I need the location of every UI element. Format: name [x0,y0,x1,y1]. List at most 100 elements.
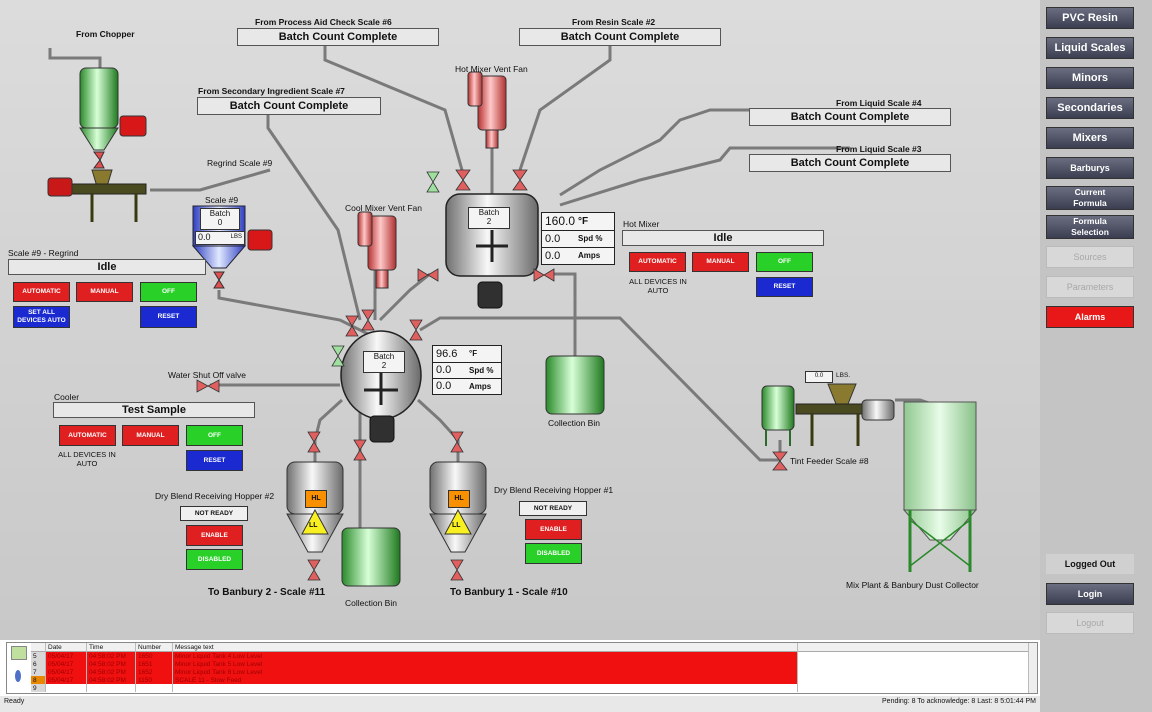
nav-barburys[interactable]: Barburys [1046,157,1134,179]
alarm-message: Minor Liquid Tank 6 Low Level [172,668,798,676]
liquid4-label: From Liquid Scale #4 [836,98,922,108]
alarm-date: 05/04/17 [45,660,87,668]
cool-mixer-temp: 96.6 [436,348,458,360]
nav-alarms[interactable]: Alarms [1046,306,1134,328]
regrind-automatic-button[interactable]: AUTOMATIC [13,282,70,302]
cooler-reset-button[interactable]: RESET [186,450,243,471]
cool-mixer-vent-fan [357,211,397,289]
regrind-title: Scale #9 - Regrind [8,248,79,258]
cool-mixer-readout: 96.6 °F 0.0 Spd % 0.0 Amps [432,345,502,395]
alarm-extra [797,676,1035,684]
scale9-weight-box: 0.0 LBS [195,231,245,245]
navigation-sidebar: PVC Resin Liquid Scales Minors Secondari… [1040,0,1152,712]
cool-mixer-vessel [340,330,422,443]
valve [361,309,375,331]
hopper2-ll-label: LL [309,522,318,529]
liquid3-label: From Liquid Scale #3 [836,144,922,154]
hot-mixer-amps-unit: Amps [578,251,601,260]
nav-mixers[interactable]: Mixers [1046,127,1134,149]
nav-formula-selection[interactable]: Formula Selection [1046,215,1134,239]
hopper2-disabled-button[interactable]: DISABLED [186,549,243,570]
collection-bin-right [545,355,605,415]
alarm-toolbar-icon[interactable] [11,646,27,660]
dust-collector-label: Mix Plant & Banbury Dust Collector [846,580,979,590]
regrind-reset-button[interactable]: RESET [140,306,197,328]
alarm-message: SCALE 11 - Slow Feed [172,676,798,684]
regrind-off-button[interactable]: OFF [140,282,197,302]
to-banbury2-label: To Banbury 2 - Scale #11 [208,587,326,598]
regrind-manual-button[interactable]: MANUAL [76,282,133,302]
valve [426,171,440,193]
alarm-col-number[interactable]: Number [135,643,173,652]
tint-feeder-label: Tint Feeder Scale #8 [790,456,869,466]
alarm-row[interactable]: 5 05/04/17 04:58:02 PM 1650 Minor Liquid… [31,651,1035,660]
nav-current-formula[interactable]: Current Formula [1046,186,1134,210]
alarm-extra [797,668,1035,676]
cooler-off-button[interactable]: OFF [186,425,243,446]
valve [353,439,367,461]
process-overview: From Chopper From Process Aid Check Scal… [0,0,1040,640]
login-state: Logged Out [1046,554,1134,574]
resin2-status: Batch Count Complete [519,28,721,46]
alarm-row[interactable]: 6 05/04/17 04:58:02 PM 1651 Minor Liquid… [31,660,1035,668]
cool-mixer-amps-row: 0.0 Amps [433,379,501,395]
tint-feeder [761,383,895,446]
alarm-number: 1652 [135,668,173,676]
scale9-batch-box: Batch 0 [200,208,240,230]
hopper2-enable-button[interactable]: ENABLE [186,525,243,546]
nav-secondaries[interactable]: Secondaries [1046,97,1134,119]
hot-mixer-automatic-button[interactable]: AUTOMATIC [629,252,686,272]
logout-button[interactable]: Logout [1046,612,1134,634]
nav-minors[interactable]: Minors [1046,67,1134,89]
hot-mixer-reset-button[interactable]: RESET [756,277,813,297]
hot-mixer-speed-unit: Spd % [578,234,603,243]
hot-mixer-speed-row: 0.0 Spd % [542,231,614,248]
nav-parameters[interactable]: Parameters [1046,276,1134,298]
hopper2-hl-indicator: HL [305,490,327,508]
ll-indicator [301,508,329,535]
hopper1-disabled-button[interactable]: DISABLED [525,543,582,564]
alarm-row[interactable]: 8 05/04/17 04:58:02 PM 1150 SCALE 11 - S… [31,676,1035,684]
status-ready: Ready [4,698,25,705]
hot-mixer-speed: 0.0 [545,233,561,245]
valve [417,268,439,282]
regrind-set-all-auto-button[interactable]: SET ALL DEVICES AUTO [13,306,70,328]
pipe [378,272,431,322]
alarm-col-time[interactable]: Time [86,643,136,652]
nav-pvc-resin[interactable]: PVC Resin [1046,7,1134,29]
liquid4-status: Batch Count Complete [749,108,951,126]
cooler-automatic-button[interactable]: AUTOMATIC [59,425,116,446]
hot-mixer-off-button[interactable]: OFF [756,252,813,272]
process-aid-status: Batch Count Complete [237,28,439,46]
nav-sources[interactable]: Sources [1046,246,1134,268]
pipe [559,108,850,197]
cool-mixer-temp-unit: °F [469,349,478,358]
nav-liquid-scales[interactable]: Liquid Scales [1046,37,1134,59]
hot-mixer-auto-note: ALL DEVICES IN AUTO [629,277,687,295]
login-button[interactable]: Login [1046,583,1134,605]
alarm-acknowledge-icon[interactable] [13,669,23,683]
alarm-row[interactable]: 9 [31,684,1035,692]
alarm-number [135,684,173,692]
hopper1-enable-button[interactable]: ENABLE [525,519,582,540]
valve [307,431,321,453]
dust-collector [902,401,978,572]
hopper2-status: NOT READY [180,506,248,521]
alarm-col-date[interactable]: Date [45,643,87,652]
alarm-row[interactable]: 7 05/04/17 04:58:02 PM 1652 Minor Liquid… [31,668,1035,676]
hopper1-label: Dry Blend Receiving Hopper #1 [494,485,614,495]
alarm-panel: Date Time Number Message text 5 05/04/17… [6,642,1038,694]
cooler-manual-button[interactable]: MANUAL [122,425,179,446]
scale9-weight: 0.0 [198,232,211,242]
hot-mixer-manual-button[interactable]: MANUAL [692,252,749,272]
hot-mixer-batch-value: 2 [486,217,492,226]
alarm-col-extra [797,643,1035,652]
pipe [266,114,362,321]
water-shutoff-valve [196,379,220,393]
cooler-auto-note: ALL DEVICES IN AUTO [58,450,116,468]
scale9-batch-label: Batch [209,209,231,218]
alarm-scrollbar[interactable] [1028,643,1037,693]
valve [331,345,345,367]
cool-mixer-temp-row: 96.6 °F [433,346,501,363]
alarm-col-message[interactable]: Message text [172,643,798,652]
